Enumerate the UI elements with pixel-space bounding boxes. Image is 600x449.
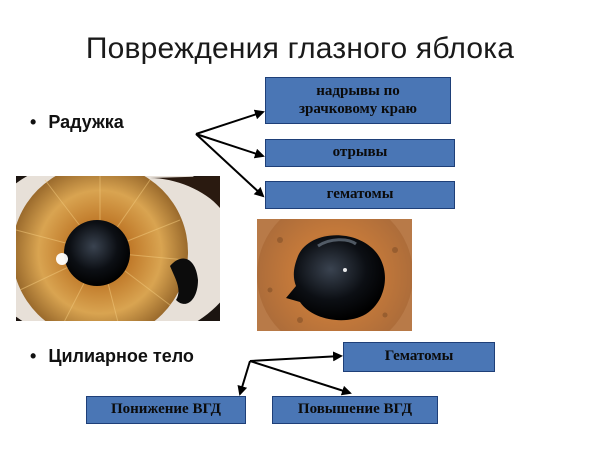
box-iop-increase: Повышение ВГД: [272, 396, 438, 424]
box-hematomas-iris: гематомы: [265, 181, 455, 209]
box-iop-decrease: Понижение ВГД: [86, 396, 246, 424]
arrow-to-hematomas-ciliary: [249, 351, 343, 362]
bullet-iris: • Радужка: [30, 112, 124, 133]
arrow-to-tears: [195, 109, 265, 135]
arrow-to-iop-increase: [249, 360, 352, 396]
bullet-marker: •: [30, 346, 37, 366]
box-hematomas-ciliary: Гематомы: [343, 342, 495, 372]
arrow-to-iop-decrease: [237, 360, 251, 396]
bullet-ciliary-label: Цилиарное тело: [48, 346, 194, 366]
arrow-to-detachment: [195, 133, 265, 159]
box-detachment: отрывы: [265, 139, 455, 167]
box-pupil-margin-tears: надрывы по зрачковому краю: [265, 77, 451, 124]
ciliary-arrows: [237, 351, 352, 396]
bullet-iris-label: Радужка: [48, 112, 124, 132]
arrow-to-hematomas: [195, 133, 265, 198]
slide-title: Повреждения глазного яблока: [85, 32, 515, 65]
eye-photo-pupil-tear: [257, 219, 412, 331]
bullet-marker: •: [30, 112, 37, 132]
eye-photo-iridodialysis: [16, 176, 220, 321]
bullet-ciliary-body: • Цилиарное тело: [30, 346, 194, 367]
iris-arrows: [195, 109, 265, 198]
